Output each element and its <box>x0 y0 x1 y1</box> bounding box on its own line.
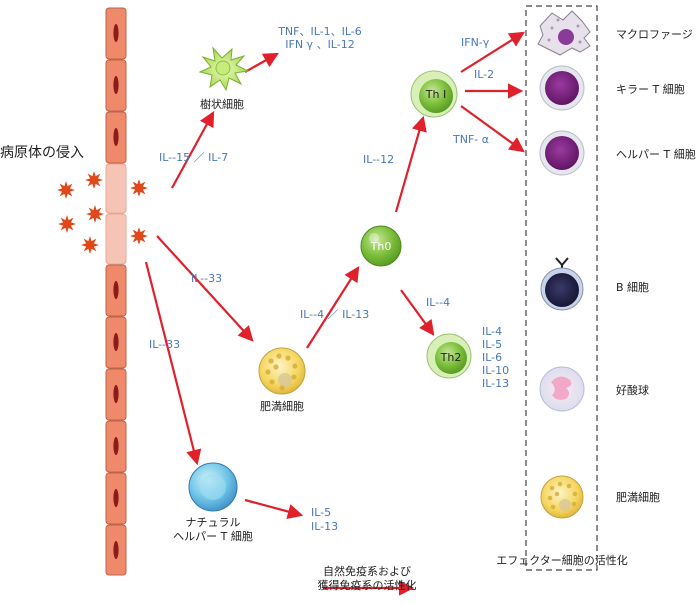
nk-cytokine: IL-5 <box>311 506 331 519</box>
effector-label: ヘルパー T 細胞 <box>616 148 696 161</box>
mast-cell-label: 肥満細胞 <box>260 400 304 413</box>
arrow-to-nk-helper <box>144 261 202 466</box>
th2-cytokine: IL-6 <box>482 351 502 364</box>
arrow-group <box>144 31 525 596</box>
arrow-to-mast <box>156 235 254 342</box>
b-cell-icon <box>540 257 584 311</box>
pathogen-icon <box>57 181 75 199</box>
th0-cell-icon <box>360 225 402 267</box>
epithelium-segment <box>105 111 127 164</box>
th1-label: Th I <box>425 88 446 101</box>
epithelium-segment <box>105 264 127 317</box>
nk-cytokine: IL-13 <box>311 520 338 533</box>
pathogen-icon <box>81 236 99 254</box>
arrow-to-dendritic <box>171 110 215 189</box>
pathogen-icon <box>58 215 76 233</box>
epithelium-segment <box>105 420 127 473</box>
dendritic-cell-label: 樹状細胞 <box>200 97 244 111</box>
macrophage-icon <box>537 10 591 56</box>
cytokine-to-nk-helper: IL--33 <box>149 338 180 351</box>
arrow-nk-out <box>244 498 304 520</box>
dendritic-cytokines-line1: TNF、IL-1、IL-6 <box>277 25 362 38</box>
arrow-th0-to-th2 <box>400 289 435 336</box>
epithelium-segment-breached <box>105 213 127 265</box>
th2-cytokine: IL-10 <box>482 364 509 377</box>
epithelium-segment-breached <box>105 163 127 214</box>
legend-line1: 自然免疫系および <box>323 564 411 578</box>
epithelium-column <box>105 7 127 576</box>
th2-cytokine: IL-5 <box>482 338 502 351</box>
arrow-dendritic-out <box>244 52 280 73</box>
pathogen-group <box>57 171 148 254</box>
th2-cell-icon <box>426 333 472 379</box>
th2-label: Th2 <box>440 351 462 364</box>
cytokine-mast-to-th0: IL--4 ／ IL-13 <box>300 308 369 321</box>
arrow-th1-to-helper-t <box>460 105 525 153</box>
cytokine-tnf-alpha: TNF- α <box>452 133 489 146</box>
effector-label: マクロファージ <box>616 28 693 41</box>
epithelium-segment <box>105 59 127 112</box>
cytokine-th0-to-th1: IL--12 <box>363 153 394 166</box>
killer-t-cell-icon <box>539 65 585 111</box>
cytokine-ifn-gamma: IFN-γ <box>461 36 490 49</box>
pathogen-icon <box>130 179 148 197</box>
pathogen-icon <box>85 171 103 189</box>
eosinophil-icon <box>539 366 585 412</box>
effector-panel <box>525 5 598 571</box>
legend-line2: 獲得免疫系の活性化 <box>318 578 417 592</box>
effector-label: B 細胞 <box>616 281 649 294</box>
epithelium-segment <box>105 472 127 525</box>
arrow-th1-to-macrophage <box>460 31 525 73</box>
th2-cytokine: IL-13 <box>482 377 509 390</box>
epithelium-segment <box>105 524 127 576</box>
effector-mast-cell-icon <box>540 475 584 519</box>
epithelium-segment <box>105 7 127 60</box>
effector-label: 肥満細胞 <box>616 491 660 504</box>
arrow-th0-to-th1 <box>394 115 427 213</box>
cytokine-il2: IL-2 <box>474 68 494 81</box>
effector-label: 好酸球 <box>616 383 649 397</box>
mast-cell-icon <box>258 347 306 395</box>
nk-helper-label-line2: ヘルパー T 細胞 <box>173 530 253 543</box>
cytokine-th0-to-th2: IL--4 <box>426 296 450 309</box>
th0-label: Th0 <box>370 240 392 253</box>
nk-helper-cell-icon <box>188 462 238 512</box>
th2-cytokine: IL-4 <box>482 325 502 338</box>
effector-panel-title: エフェクター細胞の活性化 <box>496 553 628 567</box>
effector-label: キラー T 細胞 <box>616 83 685 96</box>
helper-t-cell-icon <box>539 130 585 176</box>
epithelium-segment <box>105 368 127 421</box>
epithelium-segment <box>105 316 127 369</box>
cytokine-to-dendritic: IL--15 ／ IL-7 <box>159 151 228 164</box>
th1-cell-icon <box>410 70 458 118</box>
pathogen-icon <box>130 227 148 245</box>
dendritic-cell-icon <box>198 46 250 92</box>
pathogen-invasion-title: 病原体の侵入 <box>0 144 84 161</box>
cytokine-to-mast: IL--33 <box>191 272 222 285</box>
nk-helper-label-line1: ナチュラル <box>186 516 241 529</box>
arrow-mast-to-th0 <box>306 266 360 349</box>
dendritic-cytokines-line2: IFN γ 、IL-12 <box>285 38 354 51</box>
pathogen-icon <box>86 205 104 223</box>
